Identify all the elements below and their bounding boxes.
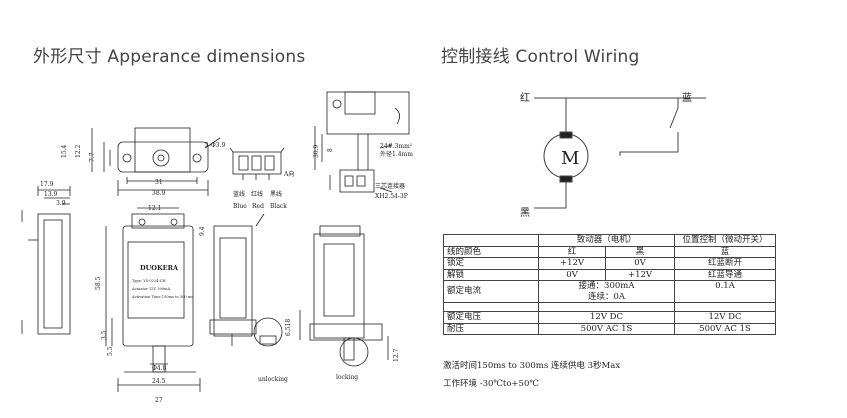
view-a-label: A向 [283,170,294,178]
right-side-view-drawing [299,225,389,367]
table-cell: 0.1A [674,280,776,303]
wire-label-red: 红线 [251,190,263,198]
dim-text: 30.9 [313,144,320,158]
table-row: 额定电流 接通：300mA 0.1A [443,280,776,303]
table-cell: +12V [538,257,606,270]
wire-label-red-en: Red [252,203,264,210]
table-header-actuator: 致动器（电机） [538,234,675,247]
side-view-drawing [314,91,410,193]
dim-text: 12.2 [75,144,82,158]
table-cell: 0V [605,257,675,270]
dim-text: 31 [155,179,163,186]
label-line: Type: YS-0224-CH [132,279,166,283]
unlocking-label: unlocking [258,376,288,383]
table-cell: 12V DC [674,311,776,324]
table-cell: 12V DC [538,311,675,324]
dim-text: 12.7 [393,348,400,362]
dim-text: 3.5 [101,330,108,340]
black-wire-label: 黑 [520,207,530,219]
operating-environment-note: 工作环境 -30℃to+50℃ [443,379,539,389]
table-cell: 锁定 [443,257,539,270]
dim-text: 58.5 [95,276,102,290]
wiring-diagram: M 红 蓝 黑 [520,91,706,219]
dim-text: 5.5 [107,346,114,356]
table-cell: 线的颜色 [443,245,539,258]
table-cell: 0V [538,268,606,281]
wire-label-blue-en: Blue [233,203,247,210]
table-cell: 红蓝导通 [674,268,776,281]
table-row: 锁定 +12V 0V 红蓝断开 [443,257,776,270]
connector-drawing [229,147,285,180]
table-row: 线的颜色 红 黑 蓝 [443,245,776,258]
table-cell: +12V [605,268,675,281]
dim-text: 3.9 [56,200,66,207]
dim-text: 2-Φ3.9 [205,142,225,149]
label-brand: DUOKERA [140,264,179,272]
table-cell: 黑 [605,245,675,258]
table-cell: 500V AC 1S [538,322,675,335]
table-cell: 接通：300mA [538,280,675,292]
connector-note: 三芯连接器 [375,182,405,190]
dim-text: 7.7 [89,152,96,162]
table-row: 耐压 500V AC 1S 500V AC 1S [443,322,776,335]
table-cell: 耐压 [443,322,539,335]
dim-text: 38.9 [152,190,166,197]
connector-note: XH2.54-3P [375,193,408,200]
table-cell: 蓝 [674,245,776,258]
motor-label: M [561,148,579,169]
blue-wire-label: 蓝 [682,92,692,104]
dim-text: 12.1 [148,205,161,212]
locking-label: locking [336,374,358,381]
dim-text: 24.5 [152,378,166,385]
dim-text: 27 [155,397,163,404]
middle-side-view-drawing [209,213,283,347]
activation-time-note: 激活时间150ms to 300ms 连续供电 3秒Max [443,361,621,371]
left-view-drawing [21,186,71,335]
dim-text: Φ4.8 [152,365,167,372]
dim-text: 9.4 [199,226,206,236]
dim-text: 6.518 [285,319,292,336]
label-line: Actuator 12V 300mA [131,287,171,291]
top-view-drawing [91,127,221,196]
cable-note: 24#.3mm² [380,143,413,150]
table-cell: 红 [538,245,606,258]
control-spec-table: 致动器（电机） 位置控制（微动开关） 线的颜色 红 黑 蓝 锁定 +12V 0V… [443,234,776,335]
front-view-drawing [105,207,201,392]
table-cell: 额定电压 [443,311,539,324]
dimension-drawing: 15.4 12.2 7.7 2-Φ3.9 31 38.9 30.9 8 24#.… [21,91,413,404]
dim-text: 8 [327,148,334,152]
red-wire-label: 红 [520,91,530,104]
table-header-switch: 位置控制（微动开关） [674,234,776,247]
wire-label-black-en: Black [270,203,287,210]
table-row: 解锁 0V +12V 红蓝导通 [443,268,776,281]
dim-text: 17.9 [40,181,54,188]
table-row [443,302,776,312]
table-cell: 500V AC 1S [674,322,776,335]
dim-text: 13.9 [44,191,58,198]
table-cell: 连续：0A [538,291,675,303]
table-cell: 解锁 [443,268,539,281]
table-cell: 额定电流 [443,280,539,303]
dim-text: 15.4 [61,144,68,158]
table-header-empty [443,234,539,247]
appearance-dimensions-title: 外形尺寸 Apperance dimensions [33,47,306,67]
table-row: 额定电压 12V DC 12V DC [443,311,776,324]
label-line: Activation Time 150ms to 300 ms [131,295,193,299]
wire-label-blue: 蓝线 [233,190,245,198]
cable-note: 外径1.4mm [380,150,413,158]
table-row: 致动器（电机） 位置控制（微动开关） [443,234,776,247]
wire-label-black: 黑线 [270,190,282,198]
control-wiring-title: 控制接线 Control Wiring [441,47,640,67]
table-cell: 红蓝断开 [674,257,776,270]
